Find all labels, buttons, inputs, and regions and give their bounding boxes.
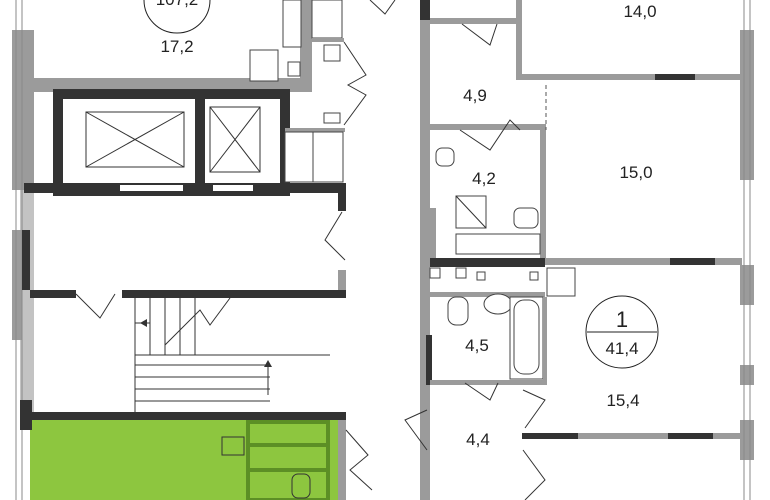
- room-area-label: 4,5: [465, 336, 489, 355]
- sink-icon: [513, 207, 539, 229]
- right-exterior-wall: [740, 0, 754, 500]
- room-area-label: 4,4: [466, 430, 490, 449]
- room-area-label: 15,4: [606, 391, 639, 410]
- sink-icon: [221, 436, 245, 456]
- apartment-badge[interactable]: 1 41,4: [585, 295, 659, 369]
- room-area-label: 4,2: [472, 169, 496, 188]
- highlighted-apartment[interactable]: [30, 420, 346, 500]
- apartment-badge-top[interactable]: [143, 0, 211, 34]
- apartment-number: 1: [616, 307, 628, 332]
- left-exterior-wall: [12, 0, 34, 500]
- room-area-label: 4,9: [463, 86, 487, 105]
- sink-icon: [546, 267, 576, 297]
- staircase: [134, 297, 330, 412]
- toilet-icon: [447, 296, 469, 326]
- highlighted-bathroom: [246, 420, 330, 500]
- door-icon[interactable]: [324, 211, 346, 261]
- apartment-total-area: 41,4: [605, 339, 638, 358]
- toilet-icon: [435, 147, 455, 167]
- sink-icon: [249, 49, 279, 82]
- corridor-wall: [420, 0, 430, 500]
- room-top-left: [34, 0, 396, 126]
- door-icon[interactable]: [75, 293, 116, 319]
- elevator-block: [53, 89, 345, 196]
- room-area-label: 17,2: [160, 37, 193, 56]
- wall: [24, 183, 346, 193]
- right-apartment-walls: [404, 0, 742, 500]
- room-area-label: 15,0: [619, 163, 652, 182]
- toilet-icon: [291, 473, 311, 499]
- sink-icon: [483, 293, 513, 315]
- room-area-label: 14,0: [623, 2, 656, 21]
- apartment-area-top: 107,2: [156, 0, 199, 9]
- door-icon[interactable]: [345, 429, 373, 491]
